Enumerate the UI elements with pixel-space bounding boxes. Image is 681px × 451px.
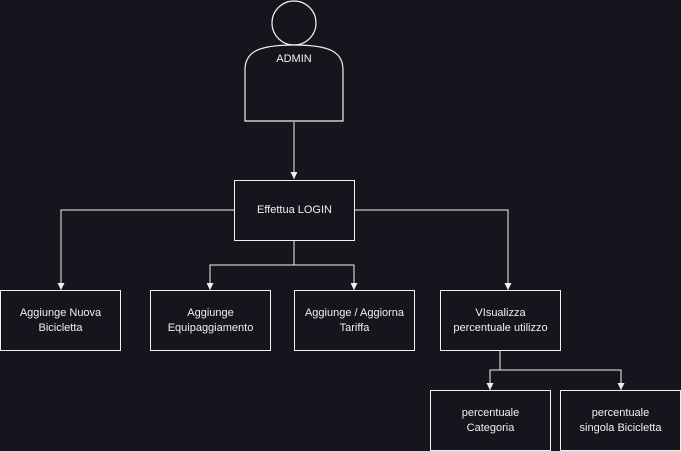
edge-view-usage-to-pct-bike [500, 369, 625, 390]
edge-login-to-add-bike [57, 209, 234, 290]
rate-node[interactable]: Aggiunge / Aggiorna Tariffa [294, 290, 415, 351]
admin-label: ADMIN [276, 53, 312, 65]
edge-login-to-rate [294, 264, 358, 290]
edge-view-usage-to-pct-category [486, 350, 501, 390]
edge-login-to-view-usage [354, 209, 512, 290]
login-label: Effettua LOGIN [256, 204, 332, 216]
add-equipment-label: Aggiunge Equipaggiamento [167, 306, 254, 334]
pct-category-node[interactable]: percentuale Categoria [430, 390, 551, 451]
user-icon [244, 0, 344, 122]
rate-label: Aggiunge / Aggiorna Tariffa [304, 306, 405, 334]
view-usage-node[interactable]: VIsualizza percentuale utilizzo [440, 290, 561, 351]
edge-login-to-add-equipment [206, 240, 295, 290]
login-node[interactable]: Effettua LOGIN [234, 180, 355, 241]
admin-actor[interactable]: ADMIN [244, 0, 344, 122]
pct-bike-node[interactable]: percentuale singola Bicicletta [560, 390, 681, 451]
add-bike-label: Aggiunge Nuova Bicicletta [19, 306, 102, 334]
add-bike-node[interactable]: Aggiunge Nuova Bicicletta [0, 290, 121, 351]
pct-bike-label: percentuale singola Bicicletta [579, 406, 662, 434]
add-equipment-node[interactable]: Aggiunge Equipaggiamento [150, 290, 271, 351]
pct-category-label: percentuale Categoria [461, 406, 520, 434]
view-usage-label: VIsualizza percentuale utilizzo [453, 306, 548, 334]
